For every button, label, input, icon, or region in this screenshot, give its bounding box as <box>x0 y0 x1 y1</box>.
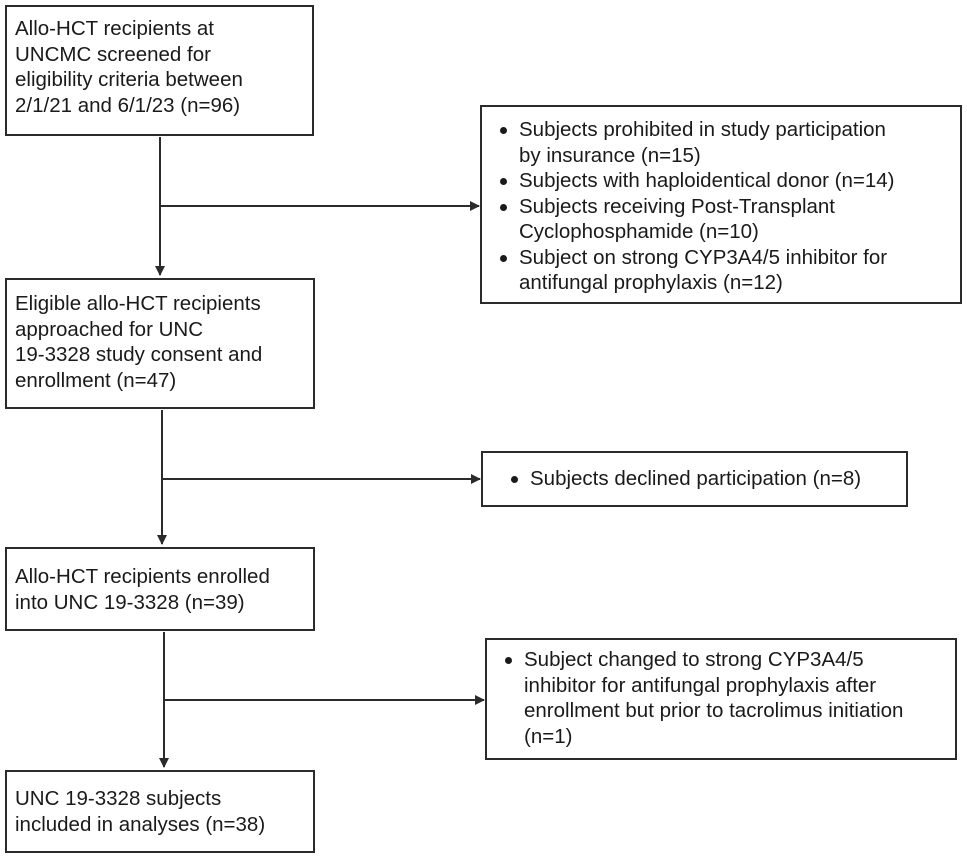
screened-box: Allo-HCT recipients at UNCMC screened fo… <box>5 5 314 136</box>
box-text-line: Eligible allo-HCT recipients <box>15 292 261 315</box>
list-item-text: Cyclophosphamide (n=10) <box>519 220 759 243</box>
list-item-text: (n=1) <box>524 724 573 748</box>
list-item-text: inhibitor for antifungal prophylaxis aft… <box>524 673 877 697</box>
box-text-line: Allo-HCT recipients enrolled <box>15 565 270 588</box>
enrolled-box: Allo-HCT recipients enrolled into UNC 19… <box>5 547 315 631</box>
box-text-line: UNC 19-3328 subjects <box>15 787 222 810</box>
list-item-text: Subjects prohibited in study participati… <box>519 118 886 141</box>
exclusion-item: Subjects prohibited in study participati… <box>497 117 960 168</box>
box-text-line: included in analyses (n=38) <box>15 812 266 836</box>
exclusion-item: Subject on strong CYP3A4/5 inhibitor for… <box>497 245 960 296</box>
analyzed-box: UNC 19-3328 subjects included in analyse… <box>5 770 315 853</box>
list-item-text: Subjects receiving Post-Transplant <box>519 194 835 218</box>
box-text-line: 2/1/21 and 6/1/23 (n=96) <box>15 93 241 117</box>
declined-box: Subjects declined participation (n=8) <box>481 451 908 507</box>
list-item-text: Subjects declined participation (n=8) <box>530 467 862 490</box>
exclusion-list: Subjects declined participation (n=8) <box>508 466 906 492</box>
list-item-text: antifungal prophylaxis (n=12) <box>519 271 783 294</box>
exclusion-item: Subjects declined participation (n=8) <box>508 466 906 492</box>
box-text-line: enrollment (n=47) <box>15 368 177 392</box>
box-text-line: UNCMC screened for <box>15 42 211 66</box>
exclusion-list: Subjects prohibited in study participati… <box>497 117 960 296</box>
exclusion-item: Subjects receiving Post-Transplant Cyclo… <box>497 194 960 245</box>
list-item-text: Subject on strong CYP3A4/5 inhibitor for <box>519 245 888 269</box>
screening-exclusions-box: Subjects prohibited in study participati… <box>480 105 962 304</box>
list-item-text: Subject changed to strong CYP3A4/5 <box>524 648 864 671</box>
box-text-line: eligibility criteria between <box>15 68 243 91</box>
list-item-text: enrollment but prior to tacrolimus initi… <box>524 699 904 722</box>
exclusion-item: Subject changed to strong CYP3A4/5 inhib… <box>502 647 955 749</box>
box-text-line: 19-3328 study consent and <box>15 343 263 366</box>
box-text-line: into UNC 19-3328 (n=39) <box>15 590 245 614</box>
exclusion-list: Subject changed to strong CYP3A4/5 inhib… <box>502 647 955 749</box>
exclusion-item: Subjects with haploidentical donor (n=14… <box>497 168 960 194</box>
list-item-text: Subjects with haploidentical donor (n=14… <box>519 169 895 192</box>
eligible-box: Eligible allo-HCT recipients approached … <box>5 278 315 409</box>
list-item-text: by insurance (n=15) <box>519 143 701 167</box>
changed-inhibitor-box: Subject changed to strong CYP3A4/5 inhib… <box>485 638 957 760</box>
box-text-line: Allo-HCT recipients at <box>15 17 214 40</box>
box-text-line: approached for UNC <box>15 317 204 341</box>
